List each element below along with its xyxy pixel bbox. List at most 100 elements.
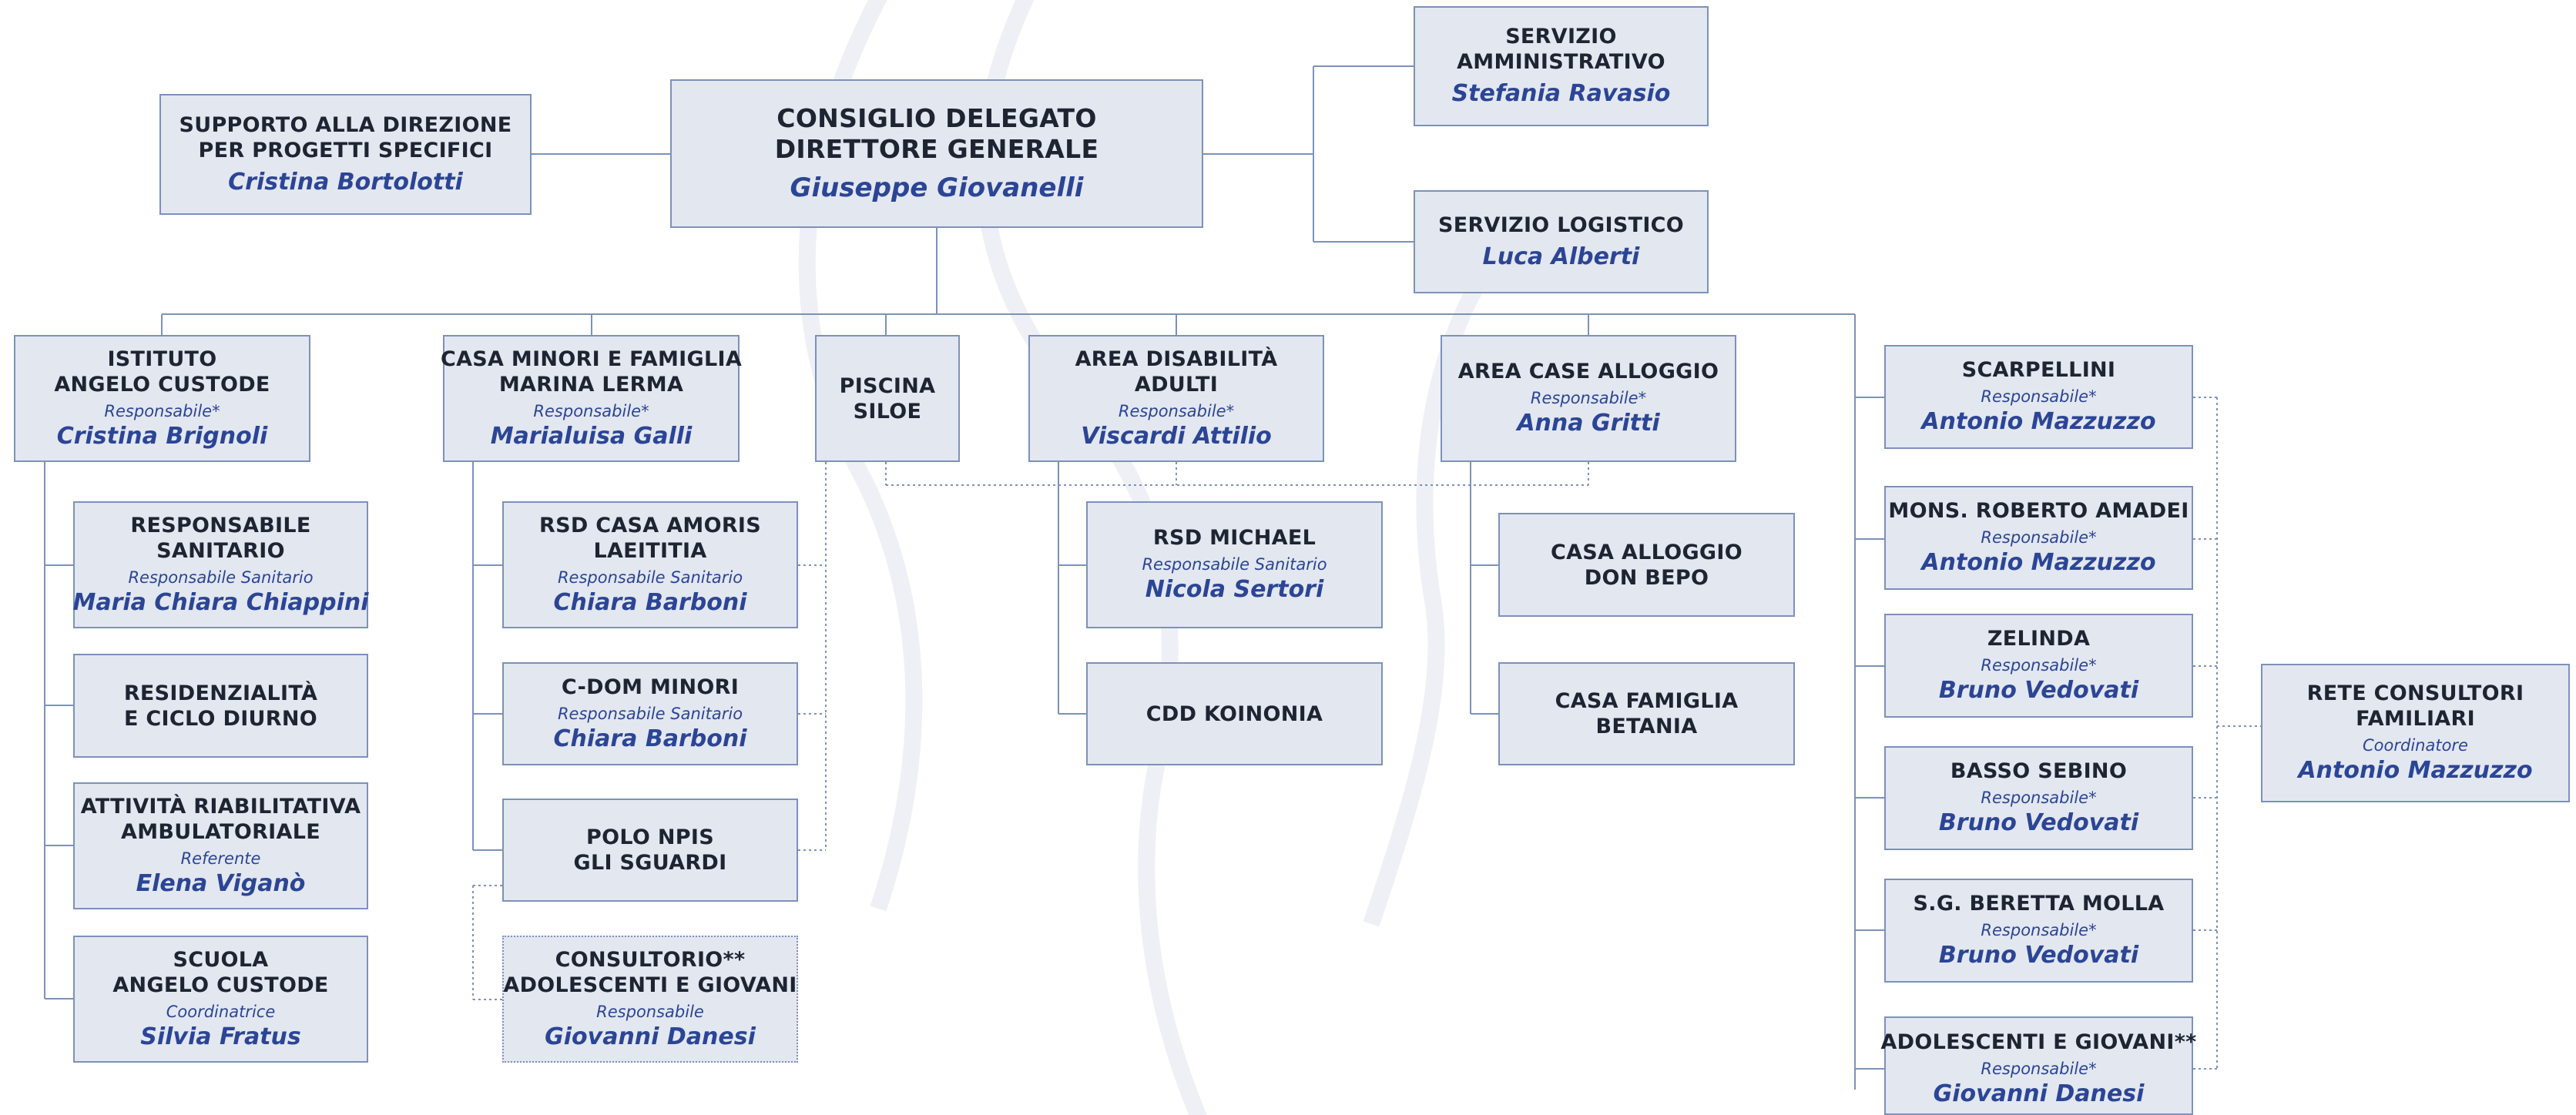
box-title: ADULTI: [1134, 372, 1219, 397]
box-name: Giovanni Danesi: [1933, 1080, 2145, 1107]
box-adolescenti-e-giovani: ADOLESCENTI E GIOVANI** Responsabile* Gi…: [1880, 1016, 2196, 1115]
box-title: SERVIZIO: [1505, 25, 1617, 49]
box-role: Responsabile Sanitario: [557, 568, 743, 587]
box-name: Bruno Vedovati: [1938, 809, 2139, 836]
box-consultorio-adolescenti: CONSULTORIO** ADOLESCENTI E GIOVANI Resp…: [502, 936, 798, 1063]
box-title: CASA ALLOGGIO: [1551, 540, 1742, 564]
box-title: E CICLO DIURNO: [123, 706, 318, 731]
box-area-case-alloggio: AREA CASE ALLOGGIO Responsabile* Anna Gr…: [1441, 335, 1736, 462]
box-name: Cristina Bortolotti: [228, 168, 463, 196]
box-role: Responsabile*: [1981, 387, 2097, 406]
box-title: RESPONSABILE: [130, 513, 311, 537]
box-role: Responsabile*: [1981, 656, 2097, 675]
box-title: PISCINA: [839, 373, 936, 398]
box-name: Marialuisa Galli: [490, 422, 693, 450]
box-name: Antonio Mazzuzzo: [1921, 408, 2156, 435]
box-scarpellini: SCARPELLINI Responsabile* Antonio Mazzuz…: [1884, 345, 2193, 449]
box-name: Antonio Mazzuzzo: [1921, 549, 2156, 576]
box-role: Responsabile*: [104, 401, 220, 420]
box-title: SCARPELLINI: [1961, 358, 2116, 382]
box-title: DIRETTORE GENERALE: [774, 133, 1099, 164]
box-name: Maria Chiara Chiappini: [72, 588, 369, 616]
box-polo-npis: POLO NPIS GLI SGUARDI: [502, 799, 798, 902]
box-name: Giuseppe Giovanelli: [790, 172, 1084, 203]
box-role: Coordinatrice: [166, 1002, 276, 1021]
box-name: Nicola Sertori: [1145, 576, 1324, 603]
box-title: AMBULATORIALE: [121, 819, 320, 844]
box-title: GLI SGUARDI: [573, 851, 727, 875]
box-title: SILOE: [853, 399, 922, 424]
box-cdd-koinonia: CDD KOINONIA: [1086, 662, 1383, 765]
box-sg-beretta-molla: S.G. BERETTA MOLLA Responsabile* Bruno V…: [1884, 879, 2193, 983]
box-supporto-direzione: SUPPORTO ALLA DIREZIONE PER PROGETTI SPE…: [159, 94, 532, 215]
box-title: ISTITUTO: [107, 347, 217, 371]
box-rsd-michael: RSD MICHAEL Responsabile Sanitario Nicol…: [1086, 501, 1383, 628]
box-name: Chiara Barboni: [553, 725, 747, 752]
box-title: RSD MICHAEL: [1152, 526, 1317, 550]
box-role: Responsabile*: [1981, 921, 2097, 939]
box-title: BETANIA: [1595, 715, 1698, 738]
box-title: ANGELO CUSTODE: [112, 973, 329, 997]
box-role: Responsabile Sanitario: [128, 568, 314, 587]
box-zelinda: ZELINDA Responsabile* Bruno Vedovati: [1884, 614, 2193, 718]
box-name: Bruno Vedovati: [1938, 942, 2139, 969]
box-role: Responsabile*: [1118, 401, 1235, 420]
box-title: RSD CASA AMORIS: [539, 513, 761, 537]
box-title: FAMILIARI: [2356, 707, 2475, 731]
box-role: Responsabile*: [1981, 789, 2097, 807]
box-c-dom-minori: C-DOM MINORI Responsabile Sanitario Chia…: [502, 662, 798, 765]
box-name: Giovanni Danesi: [545, 1023, 756, 1050]
box-title: AREA DISABILITÀ: [1075, 347, 1278, 371]
box-istituto-angelo-custode: ISTITUTO ANGELO CUSTODE Responsabile* Cr…: [14, 335, 310, 462]
box-name: Bruno Vedovati: [1938, 677, 2139, 704]
box-name: Cristina Brignoli: [56, 422, 268, 450]
box-title: RESIDENZIALITÀ: [123, 681, 318, 705]
box-role: Referente: [180, 849, 261, 868]
box-title: AMMINISTRATIVO: [1457, 50, 1665, 74]
box-role: Coordinatore: [2363, 736, 2468, 755]
box-title: SUPPORTO ALLA DIREZIONE: [179, 112, 512, 137]
box-role: Responsabile*: [533, 401, 649, 420]
box-title: DON BEPO: [1584, 565, 1709, 590]
box-name: Viscardi Attilio: [1081, 422, 1272, 450]
box-title: ZELINDA: [1987, 627, 2091, 651]
box-name: Silvia Fratus: [140, 1023, 301, 1050]
box-title: POLO NPIS: [586, 825, 714, 849]
box-piscina-siloe: PISCINA SILOE: [815, 335, 960, 462]
box-title: ANGELO CUSTODE: [54, 372, 270, 397]
box-title: CASA MINORI E FAMIGLIA: [440, 347, 743, 371]
box-role: Responsabile: [596, 1002, 704, 1021]
box-role: Responsabile*: [1981, 1059, 2097, 1078]
box-title: CONSULTORIO**: [555, 947, 746, 972]
box-rete-consultori-familiari: RETE CONSULTORI FAMILIARI Coordinatore A…: [2261, 664, 2570, 802]
box-name: Anna Gritti: [1517, 410, 1660, 437]
box-title: SANITARIO: [156, 538, 285, 563]
box-title: MARINA LERMA: [498, 372, 684, 397]
box-responsabile-sanitario: RESPONSABILE SANITARIO Responsabile Sani…: [72, 501, 369, 628]
box-name: Stefania Ravasio: [1451, 80, 1671, 107]
box-title: MONS. ROBERTO AMADEI: [1888, 499, 2189, 523]
box-residenzialita: RESIDENZIALITÀ E CICLO DIURNO: [73, 654, 368, 758]
box-title: CDD KOINONIA: [1145, 701, 1323, 726]
box-attivita-riabilitativa: ATTIVITÀ RIABILITATIVA AMBULATORIALE Ref…: [73, 782, 368, 909]
box-role: Responsabile*: [1530, 389, 1647, 407]
box-role: Responsabile Sanitario: [557, 704, 743, 723]
box-title: C-DOM MINORI: [561, 675, 740, 699]
box-title: CASA FAMIGLIA: [1555, 689, 1739, 713]
box-casa-alloggio-don-bepo: CASA ALLOGGIO DON BEPO: [1498, 513, 1795, 617]
box-title: AREA CASE ALLOGGIO: [1457, 360, 1719, 383]
box-scuola-angelo-custode: SCUOLA ANGELO CUSTODE Coordinatrice Silv…: [73, 936, 368, 1063]
box-area-disabilita-adulti: AREA DISABILITÀ ADULTI Responsabile* Vis…: [1028, 335, 1324, 462]
box-title: S.G. BERETTA MOLLA: [1913, 892, 2165, 916]
box-casa-famiglia-betania: CASA FAMIGLIA BETANIA: [1498, 662, 1795, 765]
box-title: ADOLESCENTI E GIOVANI: [503, 973, 797, 997]
box-title: LAEITITIA: [593, 538, 707, 563]
box-casa-minori-famiglia: CASA MINORI E FAMIGLIA MARINA LERMA Resp…: [440, 335, 743, 462]
box-rsd-casa-amoris: RSD CASA AMORIS LAEITITIA Responsabile S…: [502, 501, 798, 628]
box-servizio-logistico: SERVIZIO LOGISTICO Luca Alberti: [1414, 190, 1709, 293]
box-basso-sebino: BASSO SEBINO Responsabile* Bruno Vedovat…: [1884, 746, 2193, 850]
box-name: Elena Viganò: [136, 869, 306, 897]
box-consiglio-delegato: CONSIGLIO DELEGATO DIRETTORE GENERALE Gi…: [670, 79, 1203, 228]
box-title: ATTIVITÀ RIABILITATIVA: [80, 794, 361, 819]
